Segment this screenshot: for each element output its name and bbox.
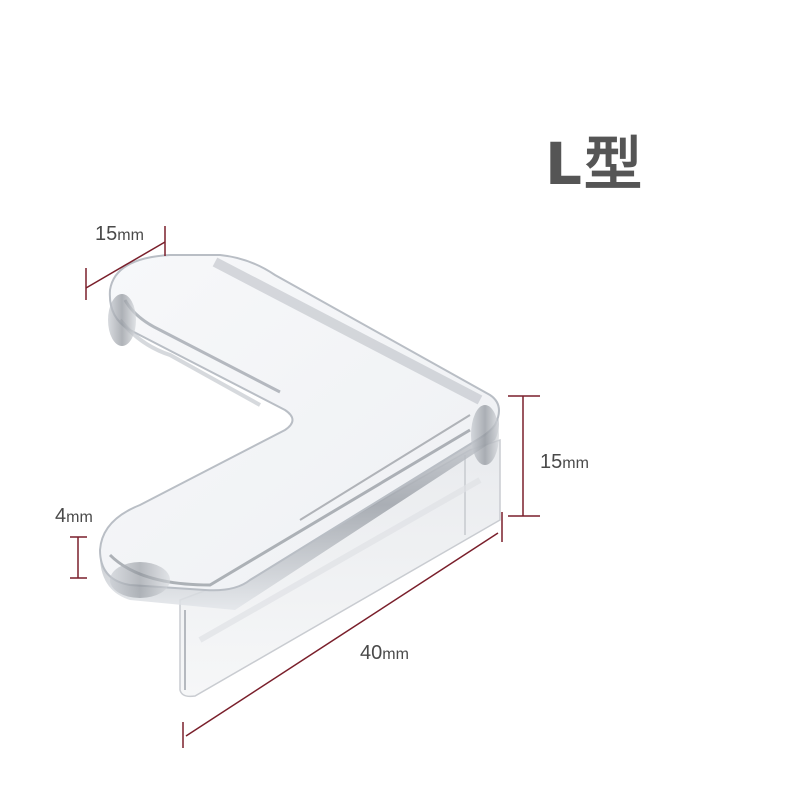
dimension-value: 15 — [95, 223, 118, 245]
dimension-label-right-height: 15mm — [540, 452, 589, 472]
product-type-title: L型 — [545, 130, 644, 198]
dim-bottom-line — [185, 532, 499, 737]
protector-top-plate — [98, 254, 500, 610]
dimension-unit: mm — [117, 227, 144, 244]
dimension-unit: mm — [382, 646, 409, 663]
dimension-value: 40 — [360, 642, 383, 664]
dimension-value: 15 — [540, 451, 563, 473]
dimension-unit: mm — [66, 509, 93, 526]
dimension-label-bottom-length: 40mm — [360, 643, 409, 663]
dimension-unit: mm — [562, 455, 589, 472]
dimension-value: 4 — [55, 505, 67, 527]
dimension-lines — [70, 226, 540, 748]
dimension-label-left-thickness: 4mm — [55, 506, 93, 526]
dimension-label-top-width: 15mm — [95, 224, 144, 244]
dim-top-line — [85, 241, 166, 289]
